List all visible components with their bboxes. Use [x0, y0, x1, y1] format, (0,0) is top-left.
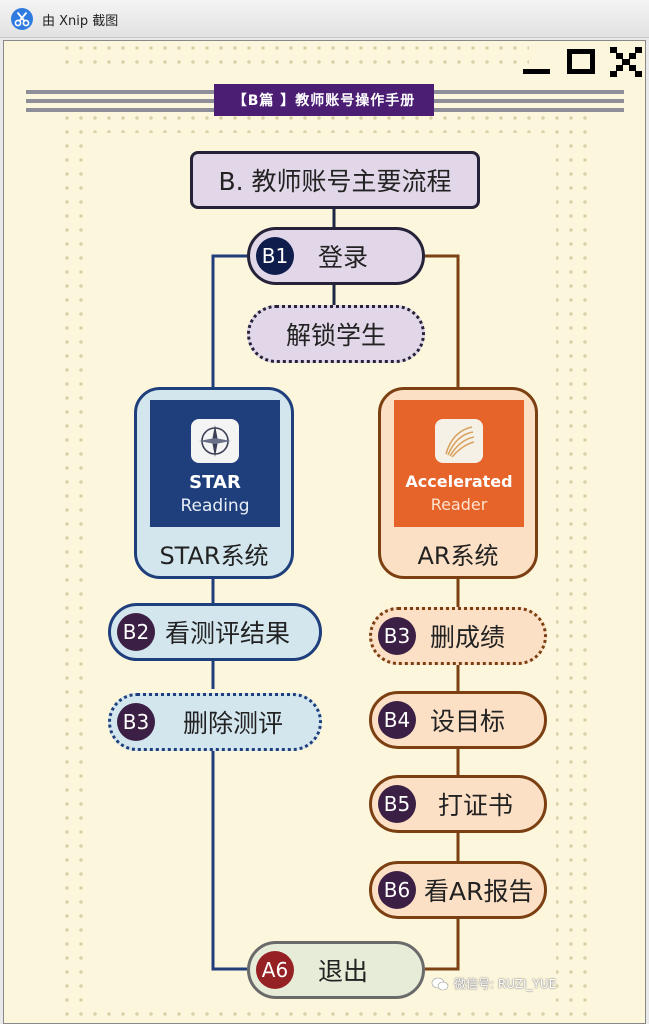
- step-label: 看测评结果: [165, 619, 291, 648]
- wechat-icon: [431, 977, 449, 990]
- ar-logo-line2: Reader: [430, 495, 488, 514]
- ar-system-label: AR系统: [417, 542, 499, 570]
- close-icon[interactable]: [610, 47, 642, 77]
- xnip-scissors-icon: [11, 8, 33, 30]
- maximize-icon[interactable]: [567, 49, 595, 74]
- compass-icon: [191, 419, 239, 463]
- login-step[interactable]: B1 登录: [247, 227, 425, 285]
- minimize-icon[interactable]: [523, 69, 550, 74]
- unlock-students-step[interactable]: 解锁学生: [247, 305, 425, 363]
- view-assessment-results-step[interactable]: B2 看测评结果: [108, 603, 322, 661]
- delete-assessment-step[interactable]: B3 删除测评: [108, 693, 322, 751]
- main-flow-title: B. 教师账号主要流程: [190, 151, 480, 209]
- accelerated-reader-logo: Accelerated Reader: [394, 400, 524, 527]
- star-system-card[interactable]: STAR Reading STAR系统: [134, 387, 294, 579]
- star-reading-logo: STAR Reading: [150, 400, 280, 527]
- star-system-label: STAR系统: [159, 542, 269, 570]
- step-label: 删成绩: [430, 623, 506, 652]
- step-label: 删除测评: [183, 709, 284, 738]
- watermark-text: 微信号: RUZI_YUE: [454, 977, 557, 991]
- delete-score-step[interactable]: B3 删成绩: [369, 607, 547, 665]
- window-title: 由 Xnip 截图: [42, 14, 119, 29]
- manual-banner: 【B篇 】教师账号操作手册: [214, 84, 434, 116]
- flow-connectors: [211, 209, 460, 971]
- step-badge: A6: [256, 951, 294, 989]
- book-pages-icon: [435, 419, 483, 463]
- step-badge: B3: [117, 703, 155, 741]
- ar-logo-line1: Accelerated: [405, 472, 513, 491]
- step-label: 退出: [318, 957, 369, 986]
- step-badge: B2: [117, 613, 155, 651]
- star-logo-line1: STAR: [189, 472, 241, 493]
- step-label: 打证书: [438, 791, 514, 820]
- star-logo-line2: Reading: [180, 496, 250, 516]
- wechat-watermark: 微信号: RUZI_YUE: [431, 975, 556, 992]
- step-badge: B3: [378, 617, 416, 655]
- step-badge: B4: [378, 701, 416, 739]
- step-label: 看AR报告: [424, 877, 534, 906]
- logout-step[interactable]: A6 退出: [247, 941, 425, 999]
- step-label: 设目标: [430, 707, 506, 736]
- ar-system-card[interactable]: Accelerated Reader AR系统: [378, 387, 538, 579]
- set-goal-step[interactable]: B4 设目标: [369, 691, 547, 749]
- step-label: 解锁学生: [285, 321, 386, 350]
- window-titlebar: 由 Xnip 截图: [0, 0, 649, 38]
- dotted-frame: [59, 41, 589, 1023]
- print-certificate-step[interactable]: B5 打证书: [369, 775, 547, 833]
- main-flow-label: B. 教师账号主要流程: [218, 167, 452, 196]
- view-ar-report-step[interactable]: B6 看AR报告: [369, 861, 547, 919]
- step-badge: B5: [378, 785, 416, 823]
- step-label: 登录: [318, 243, 369, 272]
- step-badge: B1: [256, 237, 294, 275]
- manual-canvas: 【B篇 】教师账号操作手册 B. 教师账号主要流程 B1 登录 解锁学生: [3, 40, 646, 1024]
- step-badge: B6: [378, 871, 416, 909]
